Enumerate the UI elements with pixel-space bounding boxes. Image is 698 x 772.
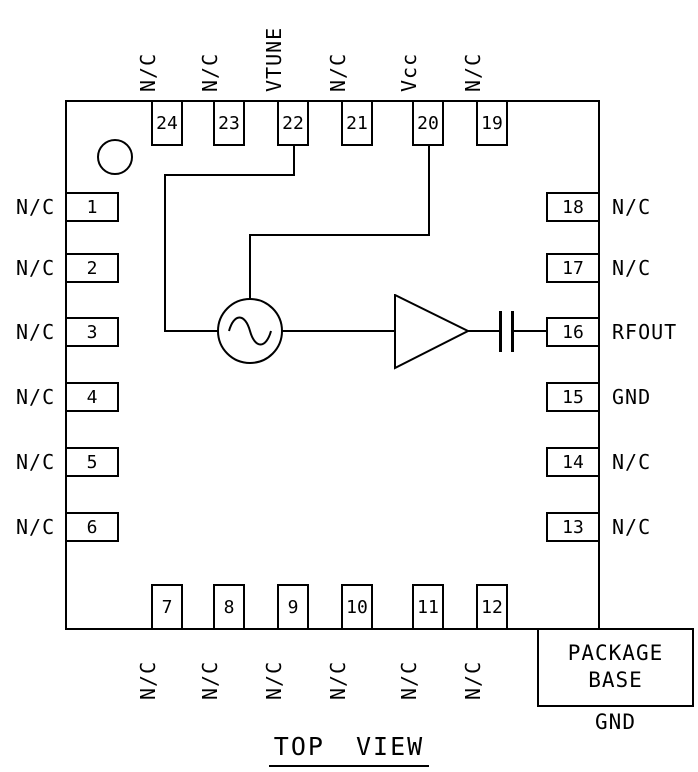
pin-number: 3 xyxy=(86,321,98,343)
wire-capacitor-to-rfout xyxy=(514,330,546,332)
wire-vtune-vertical xyxy=(164,174,166,332)
pin-box-21: 21 xyxy=(341,100,373,146)
pin-box-17: 17 xyxy=(546,253,600,283)
pin-number: 5 xyxy=(86,451,98,473)
wire-vcc-vertical xyxy=(249,234,251,300)
wire-vtune-horizontal xyxy=(164,174,295,176)
package-base-label-line2: BASE xyxy=(588,668,643,692)
pin-box-7: 7 xyxy=(151,584,183,630)
pin-box-20: 20 xyxy=(412,100,444,146)
pin-label-21: N/C xyxy=(326,52,350,92)
pin-box-16: 16 xyxy=(546,317,600,347)
pin-label-8: N/C xyxy=(198,660,222,700)
pin-label-1: N/C xyxy=(16,195,56,219)
pin-number: 7 xyxy=(161,596,173,618)
pin-box-15: 15 xyxy=(546,382,600,412)
pin-label-5: N/C xyxy=(16,450,56,474)
pin-number: 24 xyxy=(156,112,178,134)
pin-box-13: 13 xyxy=(546,512,600,542)
pin-label-9: N/C xyxy=(262,660,286,700)
pin-number: 10 xyxy=(346,596,368,618)
pin-number: 14 xyxy=(562,451,584,473)
pin-label-10: N/C xyxy=(326,660,350,700)
wire-vcc-horizontal xyxy=(249,234,430,236)
pin-box-10: 10 xyxy=(341,584,373,630)
pin-box-11: 11 xyxy=(412,584,444,630)
pin-number: 21 xyxy=(346,112,368,134)
pin-label-22: VTUNE xyxy=(262,26,286,92)
pin-label-11: N/C xyxy=(397,660,421,700)
wire-oscillator-output xyxy=(281,330,395,332)
pin-label-16: RFOUT xyxy=(612,320,678,344)
capacitor-plate-left xyxy=(499,311,502,352)
wire-vtune-drop xyxy=(293,146,295,176)
pin-box-2: 2 xyxy=(65,253,119,283)
pin-number: 11 xyxy=(417,596,439,618)
pin-label-3: N/C xyxy=(16,320,56,344)
pin-label-2: N/C xyxy=(16,256,56,280)
pin-number: 20 xyxy=(417,112,439,134)
pin-number: 1 xyxy=(86,196,98,218)
sine-wave-icon xyxy=(228,316,272,346)
pin1-indicator-icon xyxy=(97,139,133,175)
pin-number: 23 xyxy=(218,112,240,134)
pin-box-3: 3 xyxy=(65,317,119,347)
pin-label-6: N/C xyxy=(16,515,56,539)
pin-box-22: 22 xyxy=(277,100,309,146)
pin-label-14: N/C xyxy=(612,450,652,474)
pin-box-18: 18 xyxy=(546,192,600,222)
pin-number: 18 xyxy=(562,196,584,218)
pin-label-7: N/C xyxy=(136,660,160,700)
pin-label-23: N/C xyxy=(198,52,222,92)
diagram-title-text: TOP VIEW xyxy=(268,732,430,767)
pin-number: 2 xyxy=(86,257,98,279)
package-base-label-line1: PACKAGE xyxy=(567,641,664,665)
pin-label-4: N/C xyxy=(16,385,56,409)
pin-box-23: 23 xyxy=(213,100,245,146)
pin-number: 16 xyxy=(562,321,584,343)
pin-number: 17 xyxy=(562,257,584,279)
pin-label-17: N/C xyxy=(612,256,652,280)
pin-box-12: 12 xyxy=(476,584,508,630)
pin-number: 8 xyxy=(223,596,235,618)
pin-label-24: N/C xyxy=(136,52,160,92)
pin-box-6: 6 xyxy=(65,512,119,542)
pin-box-9: 9 xyxy=(277,584,309,630)
pin-box-5: 5 xyxy=(65,447,119,477)
wire-oscillator-input xyxy=(164,330,219,332)
pin-number: 6 xyxy=(86,516,98,538)
diagram-title: TOP VIEW xyxy=(0,732,698,767)
pin-label-19: N/C xyxy=(461,52,485,92)
package-outline xyxy=(65,100,600,630)
pin-label-13: N/C xyxy=(612,515,652,539)
pin-label-12: N/C xyxy=(461,660,485,700)
pin-number: 13 xyxy=(562,516,584,538)
pin-box-8: 8 xyxy=(213,584,245,630)
package-base-ground-label: GND xyxy=(595,710,636,734)
pin-number: 19 xyxy=(481,112,503,134)
pin-label-18: N/C xyxy=(612,195,652,219)
pin-label-20: Vcc xyxy=(397,52,421,92)
pin-label-15: GND xyxy=(612,385,652,409)
pin-number: 22 xyxy=(282,112,304,134)
amplifier-symbol xyxy=(394,294,470,370)
pin-box-1: 1 xyxy=(65,192,119,222)
pin-box-14: 14 xyxy=(546,447,600,477)
pin-number: 15 xyxy=(562,386,584,408)
wire-amp-to-capacitor xyxy=(466,330,500,332)
oscillator-symbol xyxy=(217,298,283,364)
pin-number: 4 xyxy=(86,386,98,408)
pin-box-24: 24 xyxy=(151,100,183,146)
package-base-box: PACKAGE BASE xyxy=(537,628,694,707)
capacitor-plate-right xyxy=(511,311,514,352)
wire-vcc-drop xyxy=(428,146,430,236)
pin-box-19: 19 xyxy=(476,100,508,146)
pin-box-4: 4 xyxy=(65,382,119,412)
pin-number: 12 xyxy=(481,596,503,618)
pin-number: 9 xyxy=(287,596,299,618)
